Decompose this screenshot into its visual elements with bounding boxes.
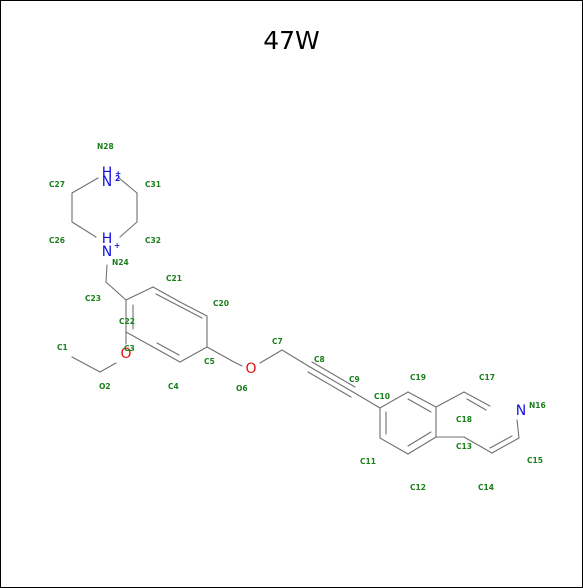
bond-c8-c9-a bbox=[309, 366, 354, 393]
bond-c22-c21 bbox=[125, 286, 154, 301]
n28-charge: + bbox=[115, 169, 121, 178]
bond-o2-c1b bbox=[71, 356, 101, 373]
bond-c26-n24 bbox=[71, 221, 97, 238]
atom-labels: N28 C27 C31 C26 C32 N24 C23 C21 C22 C20 … bbox=[49, 142, 546, 492]
label-o6: O6 bbox=[236, 384, 248, 393]
bond-c17-n16-inner bbox=[466, 398, 487, 411]
bond-c10-c19 bbox=[379, 391, 409, 409]
label-c1: C1 bbox=[57, 343, 68, 352]
bond-c31-n28 bbox=[118, 177, 138, 194]
bond-c19-c18-inner bbox=[407, 398, 432, 413]
label-c5: C5 bbox=[204, 357, 215, 366]
bond-c21-c20b bbox=[179, 301, 208, 317]
label-c27: C27 bbox=[49, 180, 65, 189]
n28-symbol: N bbox=[102, 174, 112, 190]
label-c22: C22 bbox=[119, 317, 135, 326]
bond-c5-c4 bbox=[179, 346, 208, 363]
label-c23: C23 bbox=[85, 294, 101, 303]
bond-o6-c7 bbox=[259, 349, 283, 364]
bond-c13-c12-inner bbox=[407, 431, 432, 447]
heteroatom-symbols: H 2 N + H N + N O O bbox=[102, 165, 527, 419]
n24-charge: + bbox=[114, 241, 120, 250]
bond-c18-c17 bbox=[435, 391, 465, 408]
label-c15: C15 bbox=[527, 456, 543, 465]
bond-c4-c3 bbox=[152, 346, 181, 363]
label-c11: C11 bbox=[360, 457, 376, 466]
n28-hydrogen-count: 2 bbox=[115, 174, 120, 183]
label-n24: N24 bbox=[112, 258, 129, 267]
n24-symbol: N bbox=[102, 244, 112, 260]
label-c9: C9 bbox=[349, 375, 360, 384]
n24-hydrogen: H bbox=[102, 231, 113, 247]
bond-c8-c9-b bbox=[311, 361, 356, 388]
label-c17: C17 bbox=[479, 373, 495, 382]
bond-c23-c22 bbox=[105, 281, 127, 301]
o6-symbol: O bbox=[245, 361, 256, 377]
bond-n16-c15 bbox=[516, 419, 520, 439]
label-c4: C4 bbox=[168, 382, 179, 391]
bond-n24-c32 bbox=[119, 221, 138, 238]
n16-symbol: N bbox=[516, 403, 526, 419]
bond-c15-c14 bbox=[491, 437, 520, 454]
bond-n24-c23 bbox=[105, 264, 108, 283]
bond-c3-c22a bbox=[125, 331, 154, 348]
label-c12: C12 bbox=[410, 483, 426, 492]
bond-c12-c11 bbox=[379, 437, 409, 455]
label-c31: C31 bbox=[145, 180, 161, 189]
bond-c19-c18 bbox=[407, 391, 437, 408]
bond-c21-c20-inner bbox=[155, 293, 203, 319]
label-c14: C14 bbox=[478, 483, 494, 492]
molecule-title: 47W bbox=[263, 26, 320, 55]
label-n28: N28 bbox=[97, 142, 114, 151]
label-c26: C26 bbox=[49, 236, 65, 245]
label-c3: C3 bbox=[124, 344, 135, 353]
label-c18: C18 bbox=[456, 415, 472, 424]
label-c7: C7 bbox=[272, 337, 283, 346]
bond-c9-c10 bbox=[352, 391, 381, 409]
label-c21: C21 bbox=[166, 274, 182, 283]
bond-c13-c12 bbox=[407, 436, 437, 455]
label-c10: C10 bbox=[374, 392, 390, 401]
bond-c7-c8 bbox=[281, 349, 311, 368]
label-n16: N16 bbox=[529, 401, 546, 410]
label-o2: O2 bbox=[99, 382, 111, 391]
label-c13: C13 bbox=[456, 442, 472, 451]
bond-c8-c9-c bbox=[307, 371, 352, 398]
bond-c14-c13 bbox=[463, 436, 493, 454]
label-c20: C20 bbox=[213, 299, 229, 308]
bond-c15-c14-inner bbox=[489, 435, 513, 449]
bonds bbox=[71, 177, 520, 455]
bond-c5-o6a bbox=[206, 346, 235, 363]
bond-o2-c1a bbox=[99, 362, 117, 373]
bond-c4-c3-inner bbox=[156, 342, 180, 356]
label-c32: C32 bbox=[145, 236, 161, 245]
bond-c21-c20a bbox=[152, 286, 181, 303]
bond-n28-c27 bbox=[71, 177, 99, 194]
bond-c5-o6b bbox=[233, 361, 243, 367]
label-c19: C19 bbox=[410, 373, 426, 382]
o2-symbol: O bbox=[120, 346, 131, 362]
bond-c17-n16 bbox=[463, 391, 491, 407]
label-c8: C8 bbox=[314, 355, 325, 364]
n28-hydrogen: H bbox=[102, 165, 113, 181]
